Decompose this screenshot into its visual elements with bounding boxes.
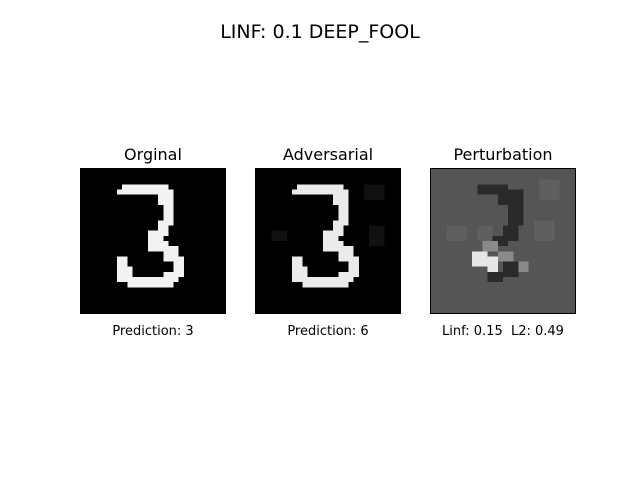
perturbation-mid-highlight bbox=[482, 241, 529, 272]
prediction-original: Prediction: 3 bbox=[112, 324, 194, 339]
panel-title-perturbation: Perturbation bbox=[453, 145, 553, 164]
panel-title-adversarial: Adversarial bbox=[282, 145, 374, 164]
panel-title-original: Orginal bbox=[124, 145, 182, 164]
adversarial-image bbox=[255, 168, 401, 314]
perturbation-image bbox=[430, 168, 576, 314]
perturbation-bright-highlight bbox=[472, 251, 498, 272]
panel-perturbation: Perturbation bbox=[423, 140, 583, 350]
perturbation-dark-stroke bbox=[477, 184, 524, 283]
perturbation-metrics: Linf: 0.15 L2: 0.49 bbox=[442, 324, 564, 339]
panel-adversarial: Adversarial bbox=[248, 140, 408, 350]
prediction-adversarial: Prediction: 6 bbox=[287, 324, 369, 339]
digit-three-adversarial bbox=[292, 184, 359, 288]
figure-title: LINF: 0.1 DEEP_FOOL bbox=[220, 21, 420, 43]
panel-original: Orginal bbox=[73, 140, 233, 350]
original-image bbox=[80, 168, 226, 314]
digit-three-original bbox=[117, 184, 184, 288]
